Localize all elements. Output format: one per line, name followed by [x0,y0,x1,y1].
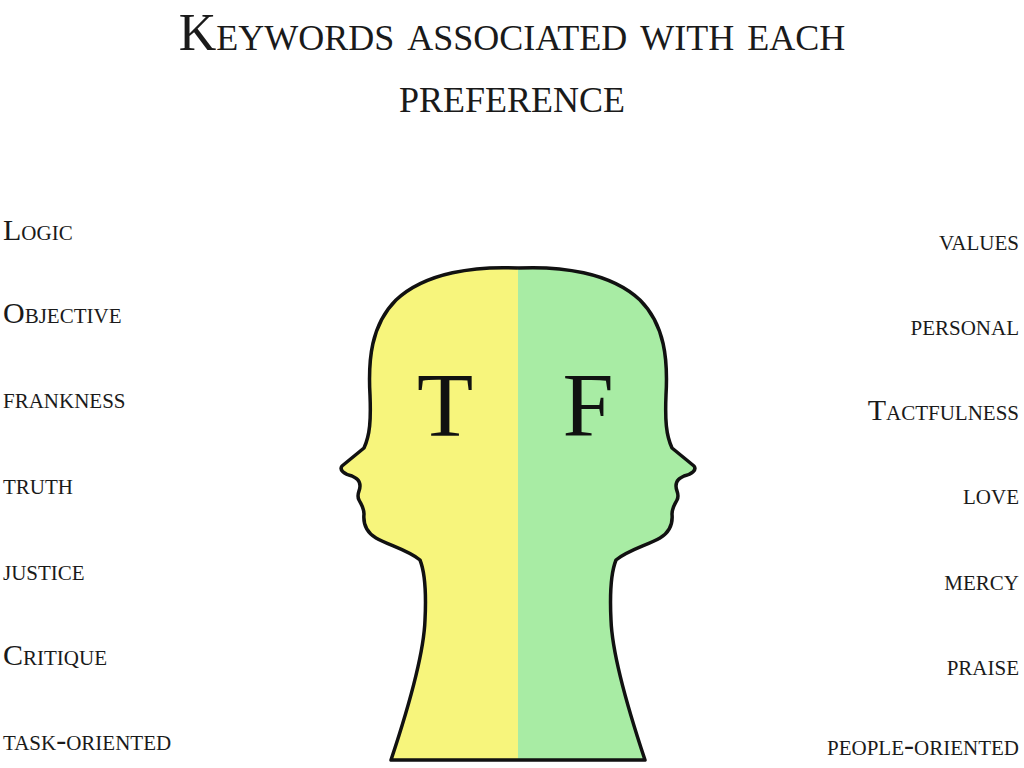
thinking-half: T [338,264,519,764]
preference-letter: F [562,359,613,451]
diagram-title: Keywords associated with each preference [0,2,1024,126]
keyword-label: task-oriented [3,723,171,757]
head-outline [518,268,695,760]
head-silhouette-half [338,264,519,764]
head-outline [341,268,518,760]
keyword-label: justice [3,553,85,587]
keyword-label: praise [947,648,1019,682]
feeling-half: F [517,264,698,764]
head-fill [341,268,518,760]
keyword-label: frankness [3,381,126,415]
keyword-label: Objective [3,296,122,330]
keyword-label: Critique [3,638,107,672]
keyword-label: love [963,477,1019,511]
keyword-label: personal [910,308,1019,342]
keyword-label: truth [3,467,73,501]
head-fill [518,268,695,760]
keyword-label: values [939,223,1019,257]
keyword-label: Tactfulness [868,393,1019,427]
keyword-label: people-oriented [827,728,1019,762]
keyword-label: Logic [3,213,73,247]
head-silhouette-half [517,264,698,764]
keyword-label: mercy [944,563,1019,597]
preference-letter: T [417,359,473,451]
